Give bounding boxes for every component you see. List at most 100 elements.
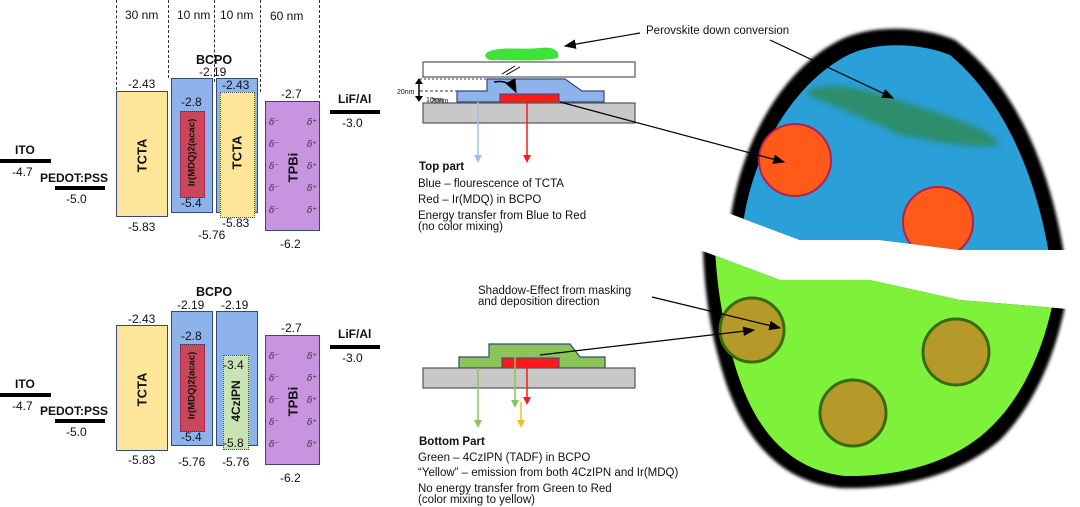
delta-minus-icon: δ⁻: [269, 162, 280, 172]
perovskite-region: [808, 85, 1000, 147]
pedot-level: [55, 419, 105, 423]
ir-homo: -5.4: [181, 196, 202, 210]
red-emission-arrow-icon: [523, 155, 531, 163]
top-part-line: Energy transfer from Blue to Red: [418, 210, 587, 222]
layer-separator: [319, 0, 320, 98]
thickness-label: 10 nm: [177, 8, 211, 22]
delta-plus-icon: δ⁺: [307, 374, 318, 384]
ito-level: [0, 159, 51, 163]
lif-label: LiF/Al: [338, 327, 372, 341]
green-emission-arrow-icon: [474, 420, 482, 428]
tcta2-homo: -5.83: [222, 216, 250, 230]
lif-level: [330, 345, 380, 349]
top-part-heading: Top part: [419, 161, 465, 173]
bottom-part-line: “Yellow” – emission from both 4CzIPN and…: [418, 467, 679, 479]
delta-plus-icon: δ⁺: [307, 440, 318, 450]
top-part-line: (no color mixing): [418, 221, 503, 233]
ito-value: -4.7: [12, 165, 33, 179]
thickness-label: 30 nm: [125, 8, 159, 22]
delta-plus-icon: δ⁺: [307, 206, 318, 216]
ir-dopant-layer: Ir(MDQ)2(acac): [180, 111, 205, 198]
layer-separator: [260, 0, 261, 92]
tpbi-homo: -6.2: [280, 237, 301, 251]
ito-label: ITO: [15, 377, 35, 391]
perovskite-blob: [485, 47, 559, 61]
bcpo-lumo: -2.19: [199, 65, 227, 79]
czipn-homo: -5.8: [223, 436, 244, 450]
delta-minus-icon: δ⁻: [269, 418, 280, 428]
red-pixel: [902, 186, 974, 250]
red-emission-arrow-icon: [523, 397, 531, 405]
substrate: [422, 367, 636, 389]
bcpo1-homo: -5.76: [178, 455, 206, 469]
bcpo1-lumo: -2.19: [177, 298, 205, 312]
green-emission-arrow-icon: [511, 400, 519, 408]
tcta-lumo: -2.43: [128, 312, 156, 326]
tpbi-layer: TPBi δ⁻ δ⁻ δ⁻ δ⁻ δ⁻ δ⁺ δ⁺ δ⁺ δ⁺ δ⁺: [265, 335, 320, 465]
delta-minus-icon: δ⁻: [269, 440, 280, 450]
bcpo-title: BCPO: [196, 285, 233, 299]
delta-minus-icon: δ⁻: [269, 184, 280, 194]
top-part-line: Red – Ir(MDQ) in BCPO: [418, 194, 542, 206]
bottom-part-line: Green – 4CzIPN (TADF) in BCPO: [418, 452, 591, 464]
delta-minus-icon: δ⁻: [269, 352, 280, 362]
bottom-part-line: (color mixing to yellow): [418, 494, 535, 506]
yellow-emission-arrow-icon: [517, 420, 525, 428]
bottom-part-heading: Bottom Part: [419, 436, 485, 448]
delta-plus-icon: δ⁺: [307, 184, 318, 194]
ito-label: ITO: [15, 143, 35, 157]
tcta2-lumo: -2.43: [222, 78, 250, 92]
ito-level: [0, 393, 51, 397]
lif-label: LiF/Al: [338, 92, 372, 106]
layer-separator: [168, 0, 169, 78]
photo-top-blue: [728, 28, 1065, 250]
tcta-layer: TCTA: [116, 325, 168, 451]
ir-film: [499, 93, 560, 104]
pedot-level: [55, 186, 105, 190]
czipn-lumo: -3.4: [223, 358, 244, 372]
red-pixel: [758, 123, 832, 197]
top-part-line: Blue – flourescence of TCTA: [418, 178, 564, 190]
bottom-part-line: No energy transfer from Green to Red: [418, 483, 612, 495]
ir-lumo: -2.8: [181, 329, 202, 343]
tcta-mixed-layer: TCTA: [220, 92, 255, 218]
bcpo-title: BCPO: [196, 53, 233, 67]
tpbi-layer: TPBi δ⁻ δ⁻ δ⁻ δ⁻ δ⁻ δ⁺ δ⁺ δ⁺ δ⁺ δ⁺: [265, 101, 320, 231]
ir-dopant-layer: Ir(MDQ)2(acac): [180, 344, 205, 432]
layer-separator: [116, 0, 117, 90]
ir-lumo: -2.8: [181, 95, 202, 109]
layer-separator: [214, 0, 215, 82]
ir-film: [501, 357, 560, 369]
red-pixel-arrow: [559, 101, 786, 164]
delta-plus-icon: δ⁺: [307, 162, 318, 172]
tpbi-lumo: -2.7: [281, 87, 302, 101]
dim-10nm-label: 10nm: [426, 97, 444, 104]
cross-section-bottom: [422, 343, 636, 428]
pedot-label: PEDOT:PSS: [40, 404, 109, 418]
shadow-callout-arrow: [651, 296, 782, 331]
ir-homo: -5.4: [181, 430, 202, 444]
shadow-callout-line: Shaddow-Effect from masking: [478, 285, 632, 297]
bcpo2-lumo: -2.19: [221, 298, 249, 312]
tcta-layer: TCTA: [116, 91, 168, 217]
bcpo2-homo: -5.76: [222, 455, 250, 469]
dim-20nm: 20nm: [431, 98, 449, 105]
delta-plus-icon: δ⁺: [307, 140, 318, 150]
tpbi-lumo: -2.7: [281, 321, 302, 335]
bcpo-homo: -5.76: [198, 228, 226, 242]
glass-cover: [422, 61, 636, 78]
lif-value: -3.0: [342, 351, 363, 365]
perovskite-callout-arrow: [563, 32, 641, 49]
olive-pixel: [818, 378, 888, 448]
delta-minus-icon: δ⁻: [269, 206, 280, 216]
perovskite-callout: Perovskite down conversion: [646, 25, 790, 37]
lif-level: [330, 110, 380, 114]
photo-bottom-green: [703, 250, 1072, 489]
delta-plus-icon: δ⁺: [307, 352, 318, 362]
dim-20nm-label: 20nm: [397, 89, 415, 96]
pedot-value: -5.0: [66, 425, 87, 439]
tcta-homo: -5.83: [128, 220, 156, 234]
delta-minus-icon: δ⁻: [269, 396, 280, 406]
shadow-callout-line: and deposition direction: [478, 296, 600, 308]
